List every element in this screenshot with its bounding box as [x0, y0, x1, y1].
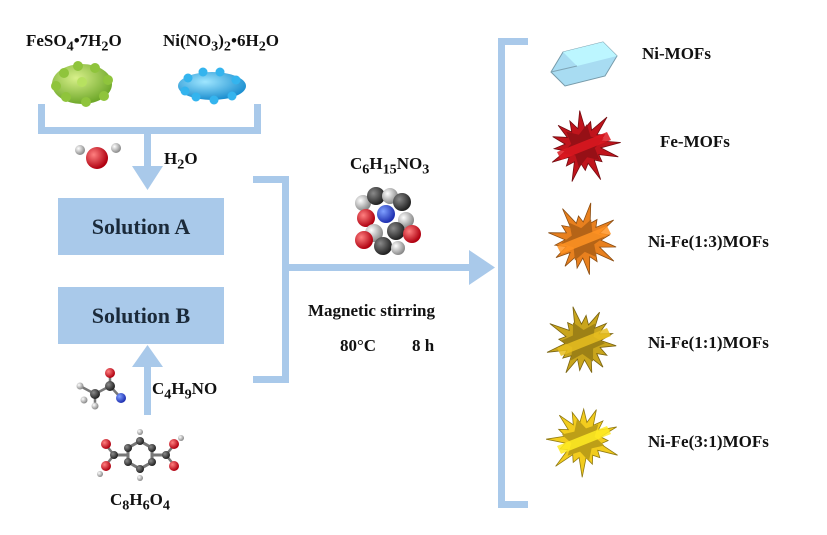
- feso4-label: FeSO4•7H2O: [26, 31, 122, 55]
- bdc-molecule-icon: [97, 429, 184, 481]
- product-label-nife11-mofs: Ni-Fe(1:1)MOFs: [648, 333, 769, 352]
- feso4-cluster-icon: [51, 61, 113, 107]
- tea-molecule-icon: [355, 187, 421, 255]
- solution-a-box: Solution A: [58, 198, 224, 255]
- product-label-fe-mofs: Fe-MOFs: [660, 132, 730, 151]
- dma-label: C4H9NO: [152, 379, 218, 403]
- stirring-label: Magnetic stirring: [308, 301, 435, 320]
- water-molecule-icon: [75, 143, 121, 169]
- fe-mof-crystal-icon: [551, 110, 621, 182]
- water-label: H2O: [164, 149, 198, 173]
- dma-molecule-icon: [76, 368, 126, 410]
- tea-label: C6H15NO3: [350, 154, 430, 178]
- product-label-nife31-mofs: Ni-Fe(3:1)MOFs: [648, 432, 769, 451]
- reagent-merge-bracket: [38, 104, 261, 190]
- nino3-label: Ni(NO3)2•6H2O: [163, 31, 279, 55]
- solution-a-label: Solution A: [91, 213, 191, 239]
- nife13-crystal-icon: [548, 202, 617, 275]
- product-crystals: [546, 41, 621, 478]
- product-label-ni-mofs: Ni-MOFs: [642, 44, 711, 63]
- solution-b-label: Solution B: [91, 302, 191, 328]
- products-bracket: [498, 38, 528, 508]
- product-label-nife13-mofs: Ni-Fe(1:3)MOFs: [648, 232, 769, 251]
- nino3-cluster-icon: [178, 67, 246, 105]
- ni-mof-crystal-icon: [550, 41, 618, 87]
- time-label: 8 h: [412, 336, 435, 355]
- ligand-arrow: [132, 345, 163, 415]
- nife31-crystal-icon: [546, 407, 618, 478]
- solution-merge-bracket: [253, 176, 495, 383]
- nife11-crystal-icon: [546, 306, 617, 374]
- bdc-label: C8H6O4: [110, 490, 170, 514]
- solution-b-box: Solution B: [58, 287, 224, 344]
- temperature-label: 80°C: [340, 336, 377, 355]
